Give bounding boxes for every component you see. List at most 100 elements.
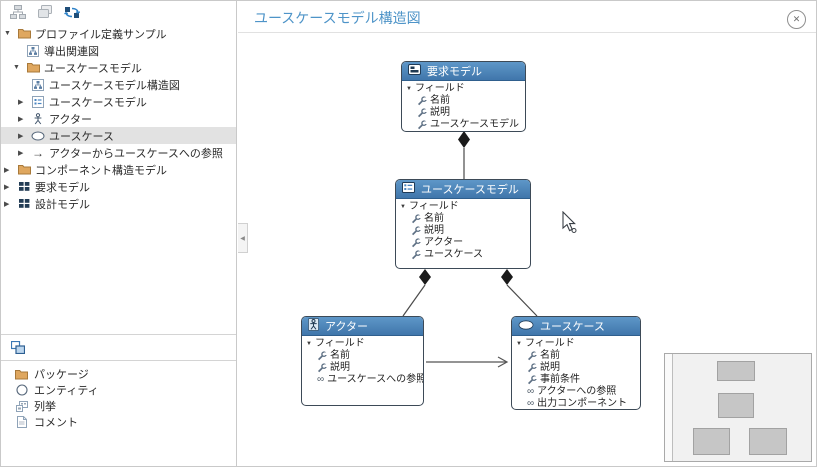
expander-icon[interactable]: ▶	[18, 115, 24, 123]
field-name: ユースケースモデル	[430, 119, 519, 130]
field-name: 説明	[330, 362, 350, 373]
chevron-down-icon: ▼	[406, 86, 412, 92]
node-title: アクター	[325, 321, 369, 333]
reference-icon: ∞	[527, 398, 535, 409]
fields-group[interactable]: ▼フィールド	[406, 83, 521, 95]
expander-icon[interactable]: ▶	[18, 98, 24, 106]
tree-item-usecase-model-structure-diagram[interactable]: ユースケースモデル構造図	[1, 76, 236, 93]
palette-item-label: コメント	[34, 417, 78, 429]
field-row[interactable]: アクター	[400, 237, 526, 249]
field-row[interactable]: 説明	[306, 362, 419, 374]
palette-list: パッケージ エンティティ 列挙 コメント	[1, 361, 236, 430]
reference-icon: ∞	[317, 374, 325, 385]
wrench-icon	[411, 250, 421, 260]
minimap-box	[717, 361, 755, 381]
wrench-icon	[527, 375, 537, 385]
tree-item-actor-to-usecase-reference[interactable]: ▶ → アクターからユースケースへの参照	[1, 144, 236, 161]
field-row[interactable]: ∞ユースケースへの参照	[306, 374, 423, 386]
wrench-icon	[411, 226, 421, 236]
field-row[interactable]: 事前条件	[516, 374, 636, 386]
fields-group[interactable]: ▼フィールド	[516, 338, 636, 350]
field-row[interactable]: 名前	[406, 95, 521, 107]
field-row[interactable]: ユースケースモデル	[406, 119, 521, 131]
diagram-node-requirement-model[interactable]: 要求モデル ▼フィールド 名前 説明 ユースケースモデル	[401, 61, 526, 132]
field-name: 説明	[540, 362, 560, 373]
palette-item-label: 列挙	[34, 401, 56, 413]
tree-item-usecase[interactable]: ▶ ユースケース	[1, 127, 236, 144]
minimap-panel[interactable]	[664, 353, 812, 462]
wrench-icon	[417, 108, 427, 118]
field-row[interactable]: 名前	[516, 350, 636, 362]
field-row[interactable]: 名前	[306, 350, 419, 362]
expander-icon[interactable]: ▼	[4, 30, 11, 37]
field-row[interactable]: 説明	[406, 107, 521, 119]
diagram-node-actor[interactable]: アクター ▼フィールド 名前 説明 ∞ユースケースへの参照	[301, 316, 424, 406]
wrench-icon	[417, 120, 427, 130]
wrench-icon	[527, 351, 537, 361]
page-title: ユースケースモデル構造図	[254, 10, 421, 26]
tree-item-usecase-model-folder[interactable]: ▼ ユースケースモデル	[1, 59, 236, 76]
fields-label: フィールド	[414, 83, 465, 94]
model-icon	[16, 182, 32, 191]
field-row[interactable]: 説明	[516, 362, 636, 374]
tree-item-label: ユースケースモデル	[44, 62, 142, 75]
hierarchy-diagram-icon[interactable]	[9, 4, 27, 20]
copy-icon[interactable]	[36, 4, 54, 20]
field-name: 出力コンポーネント	[537, 398, 628, 409]
field-row[interactable]: ユースケース	[400, 249, 526, 261]
chevron-down-icon: ▼	[306, 341, 312, 347]
wrench-icon	[527, 363, 537, 373]
folder-icon	[16, 164, 32, 175]
tree-item-label: 導出関連図	[44, 45, 99, 58]
fields-label: フィールド	[314, 338, 365, 349]
tree-item-component-structure-model[interactable]: ▶ コンポーネント構造モデル	[1, 161, 236, 178]
field-name: 説明	[424, 225, 444, 236]
folder-icon	[25, 62, 41, 73]
cascade-icon[interactable]	[9, 340, 27, 356]
wrench-icon	[411, 214, 421, 224]
tree-item-requirement-model[interactable]: ▶ 要求モデル	[1, 178, 236, 195]
tree-item-label: コンポーネント構造モデル	[35, 164, 167, 177]
close-icon[interactable]: ✕	[787, 10, 806, 29]
expander-icon[interactable]: ▶	[4, 166, 10, 174]
tree-item-design-model[interactable]: ▶ 設計モデル	[1, 195, 236, 212]
fields-group[interactable]: ▼フィールド	[306, 338, 419, 350]
diagram-node-usecase[interactable]: ユースケース ▼フィールド 名前 説明 事前条件 ∞アクターへの参照 ∞出力コン…	[511, 316, 641, 410]
expander-icon[interactable]: ▶	[18, 149, 24, 157]
palette-item-label: エンティティ	[34, 385, 99, 397]
palette-item-enum[interactable]: 列挙	[1, 398, 236, 414]
node-body: ▼フィールド 名前 説明 事前条件 ∞アクターへの参照 ∞出力コンポーネント	[512, 336, 640, 409]
node-body: ▼フィールド 名前 説明 アクター ユースケース	[396, 199, 530, 263]
minimap-strip	[665, 354, 673, 461]
expander-icon[interactable]: ▼	[13, 64, 20, 71]
field-name: 説明	[430, 107, 450, 118]
field-row[interactable]: 名前	[400, 213, 526, 225]
tree-item-actor[interactable]: ▶ アクター	[1, 110, 236, 127]
tree-item-profile-sample[interactable]: ▼ プロファイル定義サンプル	[1, 25, 236, 42]
palette-item-entity[interactable]: エンティティ	[1, 382, 236, 398]
tree-item-usecase-model-entity[interactable]: ▶ ユースケースモデル	[1, 93, 236, 110]
sync-nodes-icon[interactable]	[63, 4, 81, 20]
field-row[interactable]: ∞アクターへの参照	[516, 386, 636, 398]
fields-group[interactable]: ▼フィールド	[400, 201, 526, 213]
field-name: 名前	[540, 350, 560, 361]
palette-item-comment[interactable]: コメント	[1, 414, 236, 430]
tree-item-label: アクター	[49, 113, 93, 126]
wrench-icon	[411, 238, 421, 248]
field-row[interactable]: 説明	[400, 225, 526, 237]
expander-icon[interactable]: ▶	[4, 200, 10, 208]
diagram-icon	[30, 78, 46, 91]
actor-icon	[30, 112, 46, 125]
diagram-node-usecase-model[interactable]: ユースケースモデル ▼フィールド 名前 説明 アクター ユースケース	[395, 179, 531, 269]
expander-icon[interactable]: ▶	[18, 132, 24, 140]
expander-icon[interactable]: ▶	[4, 183, 10, 191]
ellipse-icon	[30, 131, 46, 141]
node-body: ▼フィールド 名前 説明 ユースケースモデル	[402, 81, 525, 131]
folder-icon	[16, 28, 32, 39]
tree-item-label: プロファイル定義サンプル	[35, 28, 167, 41]
palette-item-package[interactable]: パッケージ	[1, 366, 236, 382]
tree-item-derivation-diagram[interactable]: 導出関連図	[1, 42, 236, 59]
field-row[interactable]: ∞出力コンポーネント	[516, 398, 636, 409]
sidebar-collapse-handle[interactable]: ◀	[238, 223, 248, 253]
